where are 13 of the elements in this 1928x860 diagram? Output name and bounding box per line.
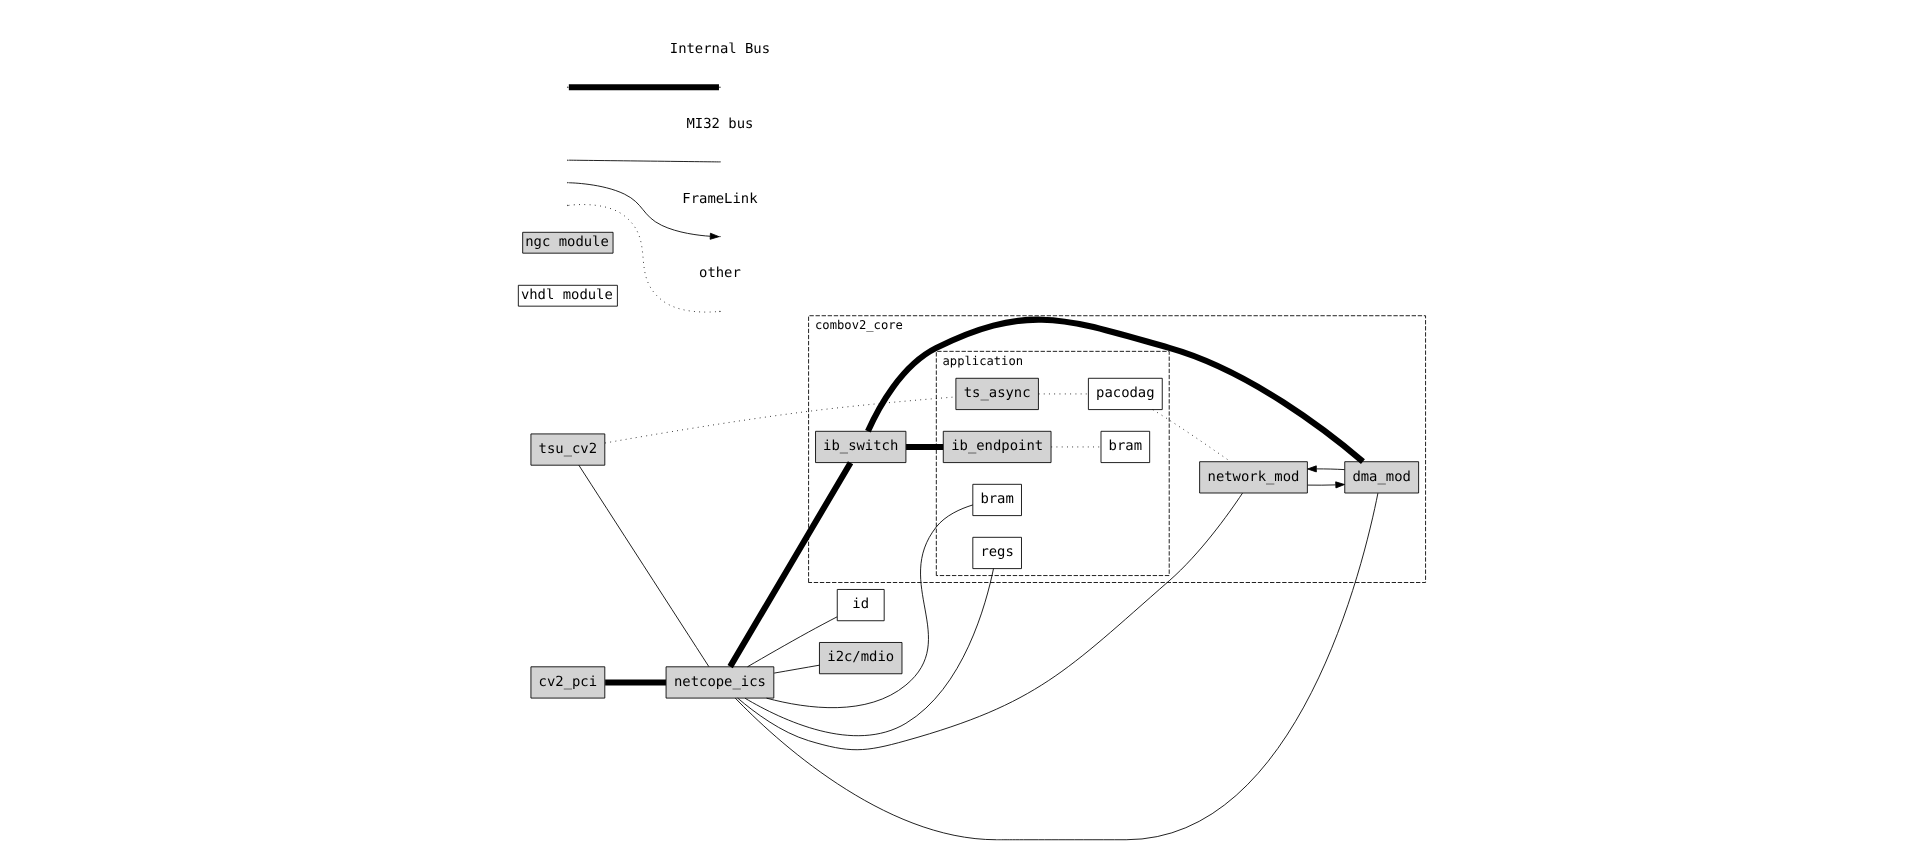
connector [603, 396, 955, 444]
connector [1151, 409, 1230, 463]
arrow [1306, 465, 1344, 473]
connector [746, 616, 837, 668]
connector [604, 679, 665, 686]
connector [772, 664, 819, 674]
connector [736, 492, 1242, 751]
connector [905, 443, 943, 450]
connector [765, 504, 973, 709]
arrow [1306, 481, 1344, 489]
connector [733, 492, 1378, 841]
connector [577, 464, 709, 667]
connector [726, 461, 853, 669]
